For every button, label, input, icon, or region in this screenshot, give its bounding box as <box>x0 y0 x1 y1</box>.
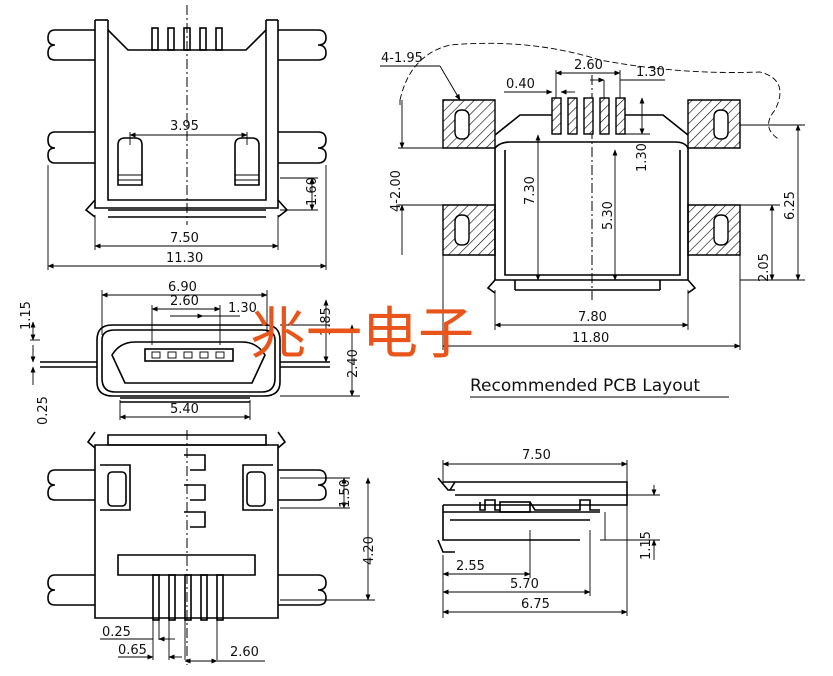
pcb-dim-1180: 11.80 <box>572 331 609 346</box>
pcb-layout-caption: Recommended PCB Layout <box>470 376 700 396</box>
bottom-dim-025: 0.25 <box>102 625 131 640</box>
front-dim-130: 1.30 <box>228 301 257 316</box>
side-dim-115: 1.15 <box>639 531 654 560</box>
top-dim-160: 1.60 <box>305 177 320 206</box>
top-dim-750: 7.50 <box>170 231 199 246</box>
pcb-dim-130-top: 1.30 <box>636 65 665 80</box>
top-dim-1130: 11.30 <box>166 251 203 266</box>
pcb-dim-040: 0.40 <box>506 77 535 92</box>
bottom-dim-420: 4.20 <box>362 536 377 565</box>
pcb-dim-130-side: 1.30 <box>635 143 650 172</box>
bottom-view: 1.50 4.20 0.25 0.65 2.60 <box>47 430 377 665</box>
top-view: 3.95 1.60 7.50 11.30 <box>47 5 327 270</box>
front-dim-240: 2.40 <box>346 349 361 378</box>
front-dim-690: 6.90 <box>168 280 197 295</box>
side-dim-255: 2.55 <box>456 559 485 574</box>
side-dim-675: 6.75 <box>521 597 550 612</box>
pcb-dim-730: 7.30 <box>523 176 538 205</box>
bottom-dim-065: 0.65 <box>118 643 147 658</box>
pcb-dim-780: 7.80 <box>578 310 607 325</box>
pcb-dim-4x200: 4-2.00 <box>389 170 404 212</box>
bottom-dim-150: 1.50 <box>338 479 353 508</box>
top-dim-395: 3.95 <box>170 119 199 134</box>
pcb-dim-530: 5.30 <box>601 201 616 230</box>
pcb-dim-625: 6.25 <box>783 191 798 220</box>
front-dim-185: 1.85 <box>319 307 334 336</box>
pcb-dim-4x195: 4-1.95 <box>381 51 423 66</box>
front-dim-540: 5.40 <box>170 402 199 417</box>
front-dim-025: 0.25 <box>36 396 51 425</box>
front-dim-115: 1.15 <box>19 301 34 330</box>
front-view: 6.90 2.60 1.30 1.15 1.85 <box>19 280 361 425</box>
pcb-dim-260: 2.60 <box>574 58 603 73</box>
side-dim-570: 5.70 <box>510 577 539 592</box>
side-view: 7.50 1.15 2.55 5.70 6.75 <box>437 448 660 618</box>
front-dim-260: 2.60 <box>170 294 199 309</box>
pcb-layout: 4-1.95 0.40 2.60 1.30 1.30 4-2.00 7.30 5… <box>380 42 805 350</box>
bottom-dim-260: 2.60 <box>230 645 259 660</box>
watermark-text: 兆一电子 <box>250 302 474 367</box>
side-dim-750: 7.50 <box>522 448 551 463</box>
pcb-dim-205: 2.05 <box>757 253 772 282</box>
